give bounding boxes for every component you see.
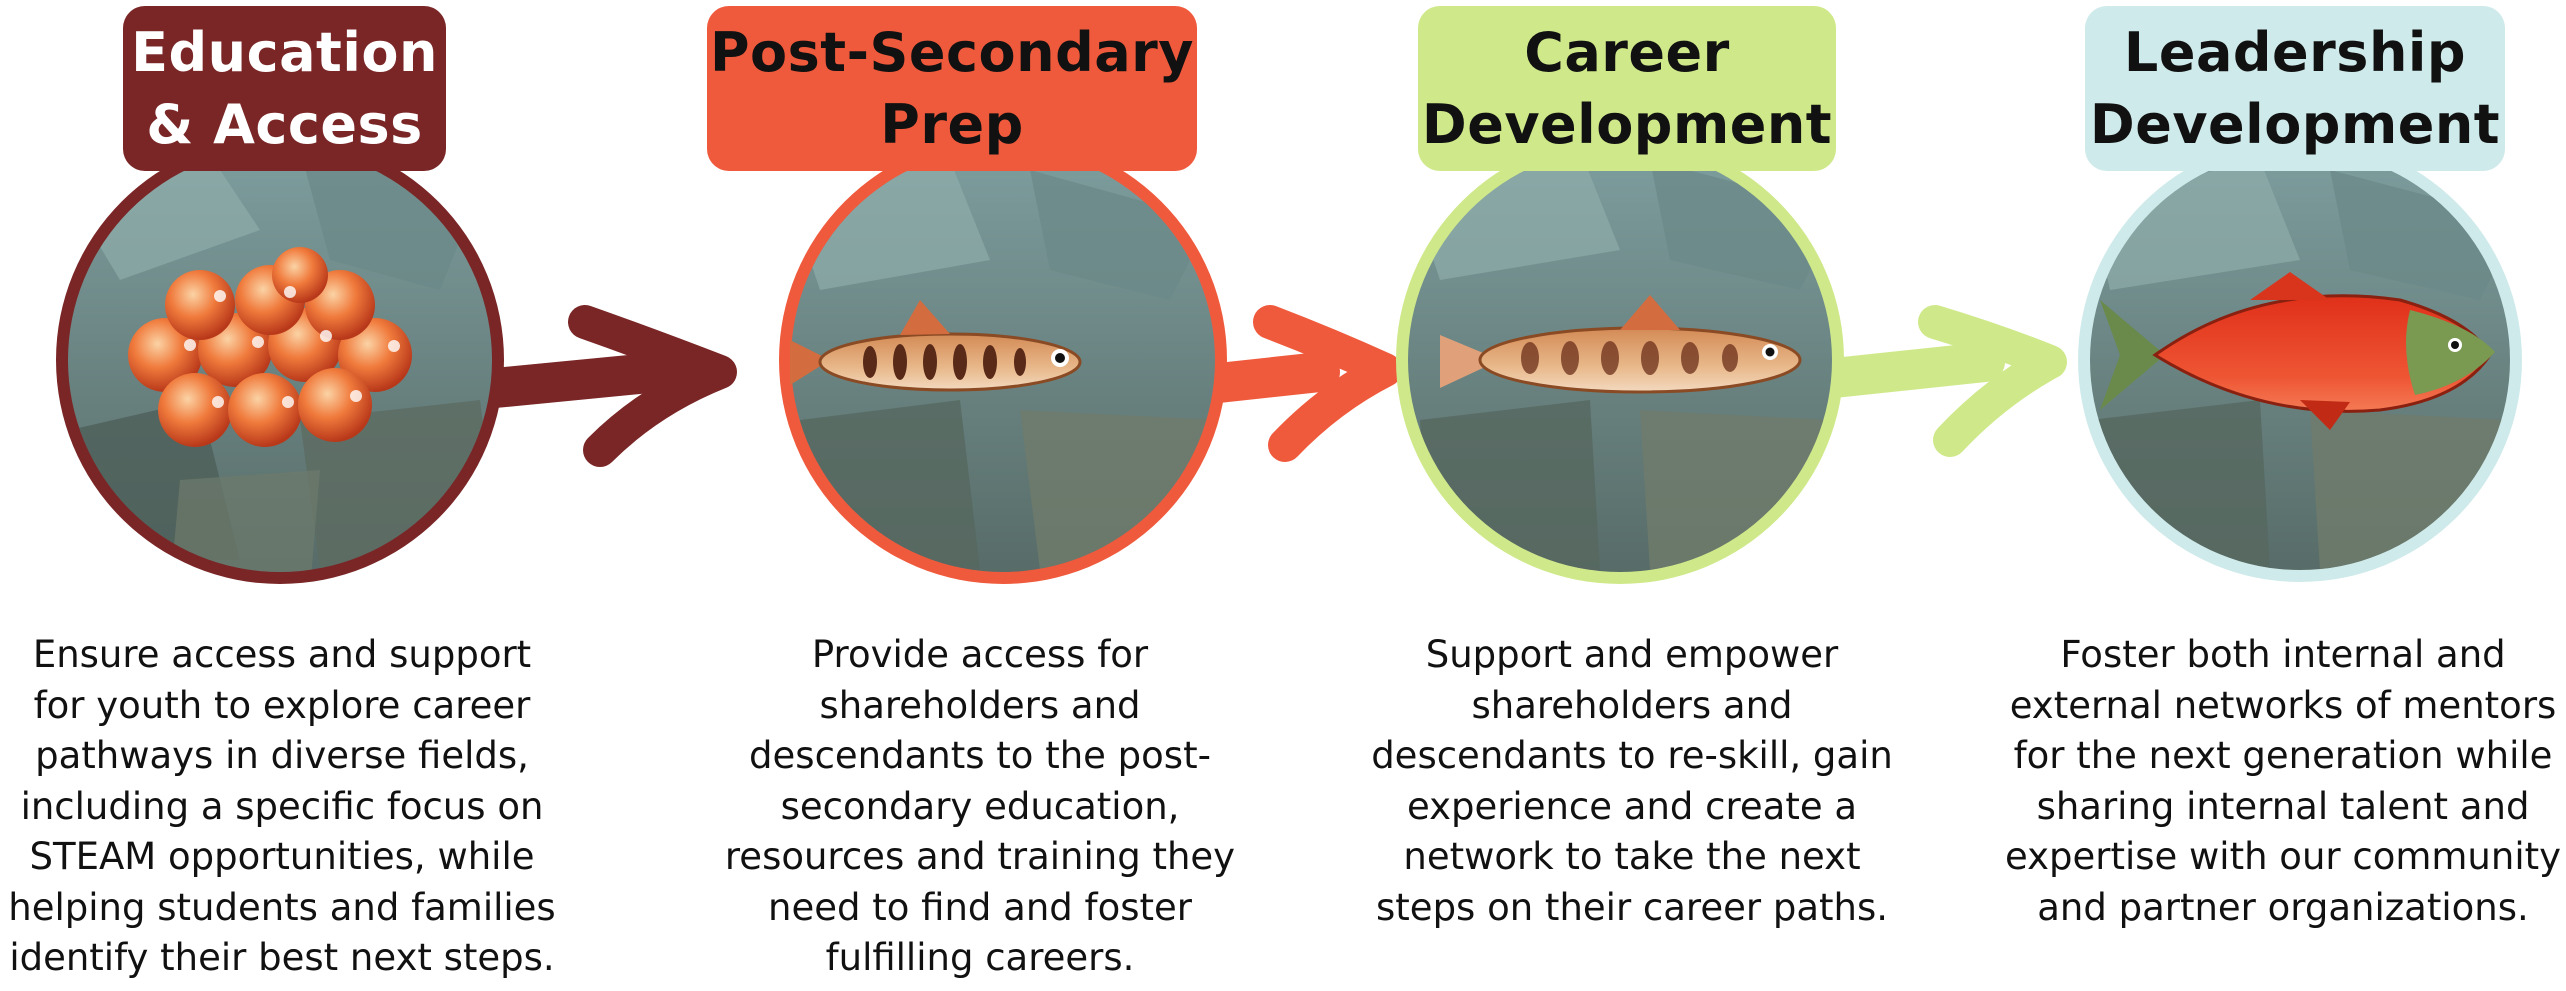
stage-3-description: Support and empower shareholders and des… <box>1371 633 1893 929</box>
arrow-2-to-3 <box>1180 305 1402 462</box>
adult-sockeye-salmon-icon <box>2100 272 2495 430</box>
stage-2-title: Post-Secondary Prep <box>707 6 1197 171</box>
stage-4-description: Foster both internal and external networ… <box>2004 633 2562 929</box>
salmon-fry-icon <box>790 300 1082 392</box>
stage-4-title: Leadership Development <box>2085 6 2505 171</box>
stage-1-title-line2: & Access <box>146 92 423 156</box>
stage-1-image <box>56 136 504 584</box>
salmon-eggs-icon <box>128 247 412 447</box>
arrow-1-to-2 <box>475 305 737 467</box>
juvenile-salmon-icon <box>1440 295 1802 394</box>
stage-1-description: Ensure access and support for youth to e… <box>8 633 556 979</box>
stage-2-title-line2: Prep <box>880 92 1024 156</box>
stage-1-title-line1: Education <box>131 20 438 84</box>
stage-2-description: Provide access for shareholders and desc… <box>724 633 1236 979</box>
stage-4-image <box>2078 138 2522 582</box>
stage-3-title: Career Development <box>1418 6 1836 171</box>
arrow-3-to-4 <box>1795 305 2067 457</box>
stage-3-title-line2: Development <box>1421 92 1833 156</box>
stage-3-image <box>1396 136 1844 584</box>
stage-1-title: Education & Access <box>123 6 446 171</box>
stage-2-title-line1: Post-Secondary <box>709 20 1195 84</box>
stage-2-image <box>779 136 1227 584</box>
stage-4-title-line1: Leadership <box>2123 20 2467 84</box>
stage-4-title-line2: Development <box>2089 92 2501 156</box>
stage-3-title-line1: Career <box>1524 20 1730 84</box>
